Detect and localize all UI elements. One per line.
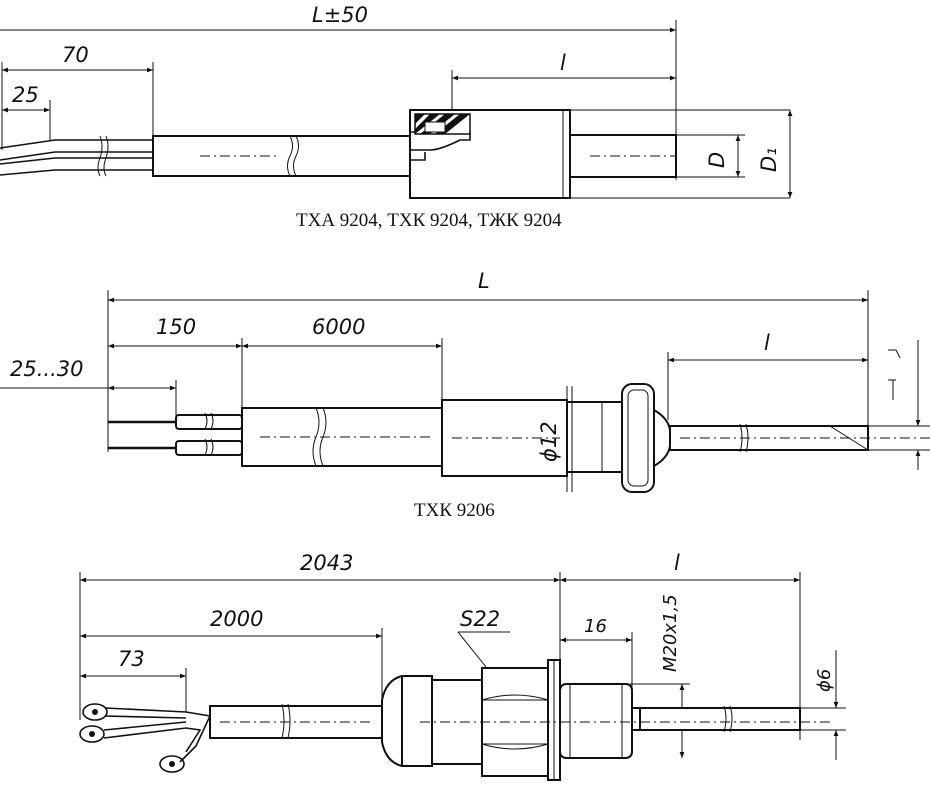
dim-label-l: l <box>764 331 770 355</box>
dim-label-2000: 2000 <box>210 607 263 631</box>
dimension-total-length: L <box>107 269 869 452</box>
dim-label-phi12: ϕ12 <box>537 421 561 462</box>
dim-label-25-30: 25...30 <box>10 357 83 381</box>
wire-leads <box>108 412 243 456</box>
dimension-16: 16 <box>560 616 633 688</box>
cable <box>241 407 443 467</box>
sensor-dome <box>381 675 483 767</box>
dimension-70: 70 <box>1 43 154 150</box>
dimension-total-length: L±50 <box>0 3 677 180</box>
sheath <box>420 705 830 733</box>
dim-label-l: l <box>560 51 566 75</box>
dimension-73: 73 <box>80 647 187 712</box>
sensor-body: ϕ12 <box>441 383 671 493</box>
dim-label-16: 16 <box>584 616 607 637</box>
dim-label-phi6: ϕ6 <box>814 669 835 692</box>
figure-1-caption: ТХА 9204, ТХК 9204, ТЖК 9204 <box>296 210 562 231</box>
dimension-phi6: ϕ6 <box>800 650 846 760</box>
dim-label-2043: 2043 <box>300 551 353 575</box>
dimension-150: 150 <box>108 315 243 410</box>
figure-1: L±50 70 25 l <box>0 3 793 231</box>
dim-label-70: 70 <box>62 43 89 67</box>
dim-label-S22: S22 <box>460 607 500 631</box>
figure-3: 2043 2000 73 l 16 S22 <box>79 551 846 781</box>
sheath <box>669 340 930 470</box>
dimension-diameters: D D₁ <box>705 110 793 198</box>
dim-label-73: 73 <box>118 647 145 671</box>
cable <box>152 135 416 177</box>
dimension-25-30: 25...30 <box>0 357 177 420</box>
dim-label-D: D <box>705 152 729 168</box>
dimension-s22: S22 <box>457 607 510 673</box>
dim-label-total: L±50 <box>312 3 368 27</box>
dimension-m20: M20x1,5 <box>630 594 690 758</box>
dimension-2043: 2043 <box>79 551 561 720</box>
dim-label-l: l <box>674 551 680 575</box>
dimension-l: l <box>451 51 676 112</box>
dimension-6000: 6000 <box>242 315 443 400</box>
sheath <box>569 134 790 199</box>
dim-label-L: L <box>478 269 490 293</box>
wire-leads-with-lugs <box>79 703 212 773</box>
threaded-fitting <box>559 683 641 759</box>
figure-2: L 150 6000 25...30 l <box>0 269 930 521</box>
dim-label-M20: M20x1,5 <box>660 594 681 672</box>
cable <box>209 703 383 739</box>
dim-label-25: 25 <box>12 83 39 107</box>
dim-label-150: 150 <box>156 315 196 339</box>
hex-nut <box>481 659 561 781</box>
dimension-25: 25 <box>2 83 51 140</box>
wire-leads <box>0 135 153 177</box>
dim-label-D1: D₁ <box>757 147 781 172</box>
figure-2-caption: ТХК 9206 <box>414 500 495 521</box>
dim-label-6000: 6000 <box>312 315 365 339</box>
sensor-head <box>409 109 790 199</box>
dimension-l: l <box>667 331 868 420</box>
dimension-2000: 2000 <box>80 607 383 700</box>
